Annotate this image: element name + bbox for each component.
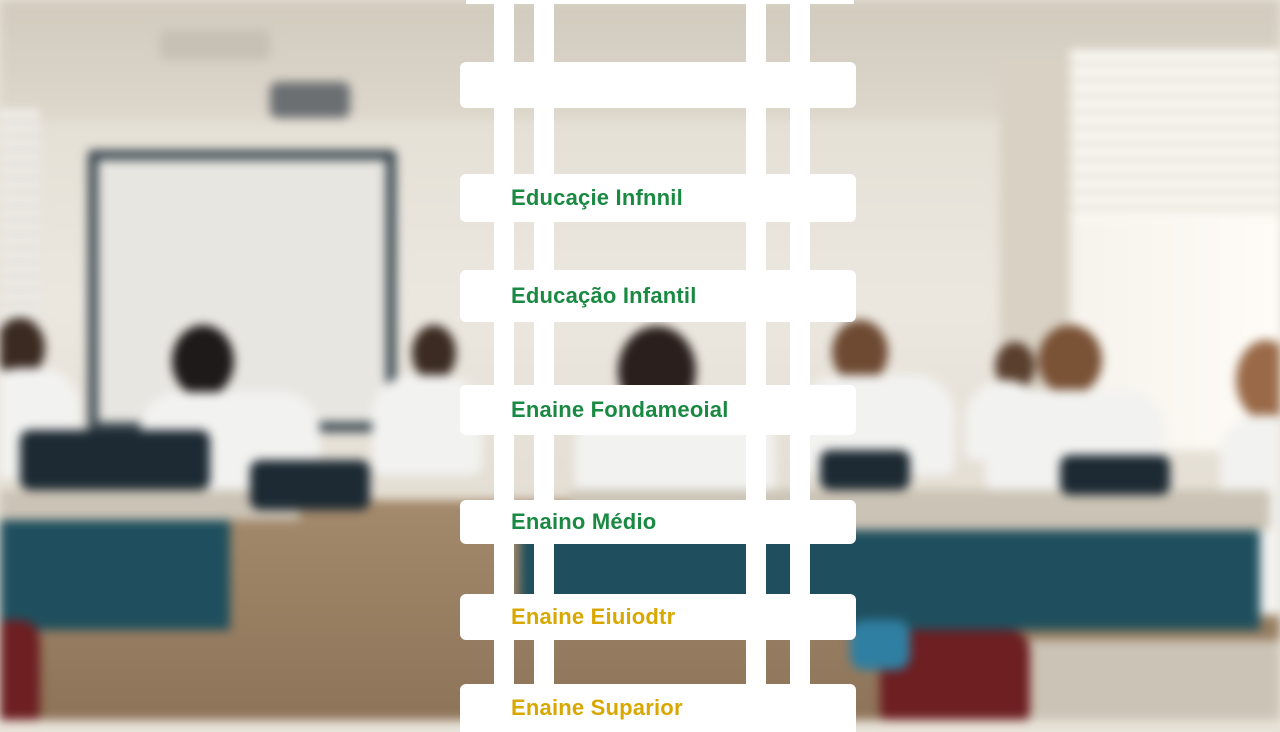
chair (20, 430, 210, 490)
student-head (1038, 325, 1102, 395)
ceiling-light (160, 30, 270, 60)
chair (820, 450, 910, 490)
student-head (832, 320, 888, 384)
ladder-rung-ensino-fundamental: Enaine Fondameoial (460, 385, 856, 435)
whiteboard (98, 160, 386, 422)
ladder-rung-ensino-medio: Enaino Médio (460, 500, 856, 544)
chair (1060, 455, 1170, 495)
student-head (172, 325, 234, 397)
ladder-rung-educacao-infantil-blurred: Educaçie Infnnil (460, 174, 856, 222)
desk-panel (0, 520, 230, 630)
rung-label: Educaçie Infnnil (511, 185, 683, 210)
rung-label: Enaino Médio (511, 509, 657, 534)
rung-label: Enaine Fondameoial (511, 397, 729, 422)
ladder-rung-ensino-superior: Enaine Suparior (460, 684, 856, 732)
rung-label: Enaine Eiuiodtr (511, 604, 676, 629)
rung-label: Enaine Suparior (511, 695, 683, 720)
right-window-blinds (1070, 50, 1280, 220)
ladder-rung-educacao-infantil: Educação Infantil (460, 270, 856, 322)
student-head (1236, 340, 1280, 420)
ladder-rung-blank (460, 62, 856, 108)
chair (250, 460, 370, 510)
ladder-top (466, 0, 854, 4)
projector (270, 82, 350, 118)
backpack (850, 620, 910, 670)
desk (1000, 640, 1280, 720)
student-head (412, 325, 456, 381)
bag (0, 620, 40, 720)
ladder-rung-ensino-tecnico: Enaine Eiuiodtr (460, 594, 856, 640)
rung-label: Educação Infantil (511, 283, 697, 308)
